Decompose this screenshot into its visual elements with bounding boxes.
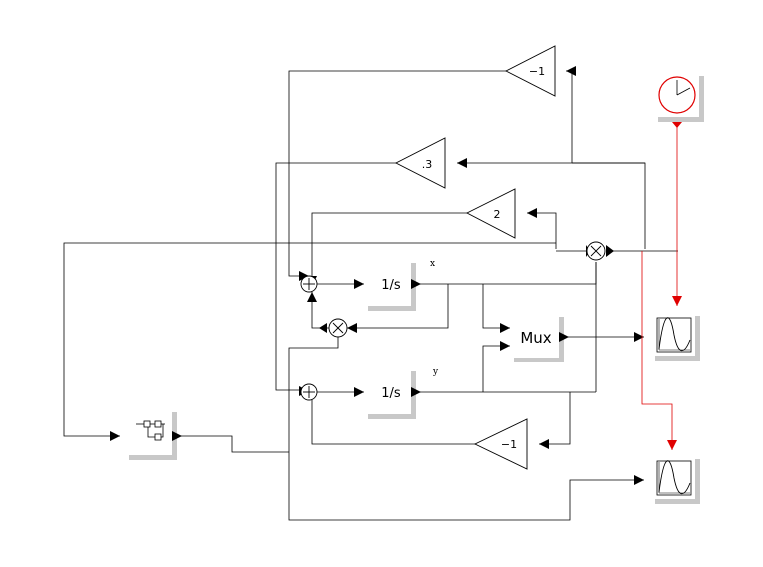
delay-block-icon [136,420,165,441]
signal-y-label: y [432,367,439,377]
scope-icon [656,460,692,496]
scope-block-top[interactable] [652,313,700,361]
port-arrows [299,245,614,396]
gain-block-2[interactable]: 2 [466,188,516,239]
signal-x-label: x [430,259,435,269]
clock-block[interactable] [655,73,704,128]
event-links [641,122,682,450]
gain-p3-value: .3 [422,158,433,171]
sum-block-1[interactable] [300,275,318,293]
gain-block-p3[interactable]: .3 [395,137,446,189]
gain-block-bottom[interactable]: −1 [473,418,528,470]
sum-block-2[interactable] [300,383,318,401]
gain-bottom-value: −1 [501,438,517,451]
clock-icon [658,76,696,114]
product-block-2[interactable] [328,318,348,338]
integrator-x-label: 1/s [381,278,401,293]
integrator-y[interactable]: 1/s [365,368,416,419]
delay-block[interactable] [126,409,182,460]
mux-label: Mux [520,329,551,347]
scope-icon [656,317,692,353]
gain-2-value: 2 [494,208,501,221]
integrator-x[interactable]: 1/s [365,260,416,311]
scope-block-bottom[interactable] [652,456,700,504]
integrator-y-label: 1/s [381,386,401,401]
gain-block-top[interactable]: −1 [505,45,556,97]
gain-top-value: −1 [529,65,545,78]
mux-block[interactable]: Mux [511,314,569,362]
product-block-1[interactable] [586,241,606,261]
